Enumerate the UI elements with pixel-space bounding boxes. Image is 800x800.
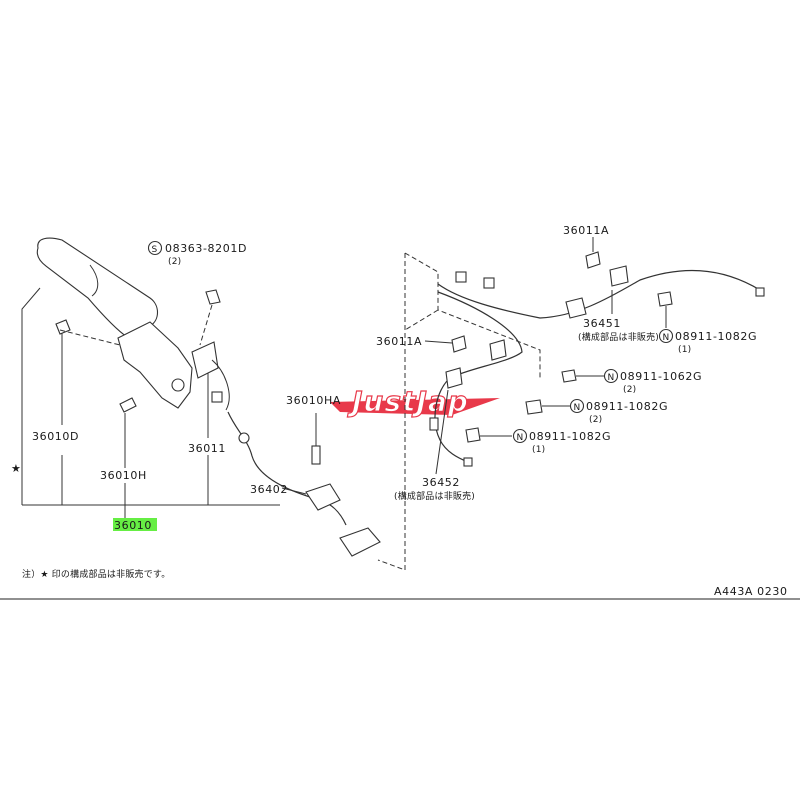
nut-n1 — [657, 291, 673, 307]
bolt-36011A-top — [585, 251, 601, 269]
label-n4-qty: (1) — [532, 445, 545, 455]
s-marker-circle — [147, 240, 163, 256]
dashed-boundary-box — [377, 252, 541, 571]
rear-cable-bracket-3 — [489, 339, 507, 361]
nut-n4 — [465, 427, 481, 443]
label-36451: 36451 — [583, 317, 621, 330]
justjap-watermark-logo: JustJap — [330, 384, 500, 419]
n-marker-2: N — [603, 368, 619, 384]
n-marker-1: N — [658, 328, 674, 344]
lever-fasteners — [55, 289, 221, 413]
lever-clip — [211, 391, 223, 403]
lever-arm — [211, 359, 230, 411]
rear-cable-end-mid — [483, 277, 495, 289]
s-marker: S — [147, 240, 163, 256]
label-n1-qty: (1) — [678, 345, 691, 355]
n-marker-3-letter: N — [574, 403, 581, 413]
bracket-left-vertical — [21, 287, 41, 505]
rear-cable-36451-line — [437, 269, 761, 319]
label-n1-part: 08911-1082G — [675, 330, 757, 343]
screw-36010H — [119, 397, 137, 413]
dashed-left — [377, 253, 406, 571]
rear-cables — [429, 265, 765, 467]
part-36010-highlight — [113, 518, 157, 531]
n-marker-4-circle — [512, 428, 528, 444]
label-n3-qty: (2) — [589, 415, 602, 425]
label-n2-part: 08911-1062G — [620, 370, 702, 383]
star-marker: ★ — [11, 462, 21, 475]
hand-brake-lever — [36, 237, 230, 411]
n-marker-1-letter: N — [663, 333, 670, 343]
rear-cable-bracket-2 — [609, 265, 629, 287]
nut-n3 — [525, 399, 543, 415]
rear-cable-bracket-4 — [445, 367, 463, 389]
front-cable-36402 — [227, 411, 381, 557]
n-marker-4-letter: N — [517, 433, 524, 443]
rear-cable-end-right — [755, 287, 765, 297]
bolt-36011A-mid — [451, 335, 467, 353]
n-marker-4: N — [512, 428, 528, 444]
label-08363-8201D: 08363-8201D — [165, 242, 247, 255]
nut-36010D — [55, 319, 71, 335]
dashed-diag — [404, 309, 439, 331]
front-cable-bracket — [305, 483, 341, 511]
front-cable-end — [238, 432, 250, 444]
rear-cable-bracket-1 — [565, 297, 587, 319]
front-cable-equalizer — [339, 527, 381, 557]
lever-bracket — [191, 341, 219, 379]
lever-pivot-bolt — [171, 378, 185, 392]
label-n3-part: 08911-1082G — [586, 400, 668, 413]
watermark-text: JustJap — [347, 385, 469, 418]
n-marker-2-circle — [603, 368, 619, 384]
leader-36011A-mid — [424, 340, 453, 344]
leader-36402 — [281, 487, 307, 495]
label-36451-not-sold: (構成部品は非販売) — [578, 331, 659, 343]
label-36010HA: 36010HA — [286, 394, 341, 407]
label-n4-part: 08911-1082G — [529, 430, 611, 443]
rear-cable-clip-lower — [429, 417, 439, 431]
lever-base — [117, 321, 193, 409]
leader-36452 — [435, 389, 449, 475]
label-36452: 36452 — [422, 476, 460, 489]
label-36402: 36402 — [250, 483, 288, 496]
nut-dash-line — [59, 329, 121, 346]
lever-grip-seam — [89, 264, 99, 297]
label-n2-qty: (2) — [623, 385, 636, 395]
label-36011: 36011 — [188, 442, 226, 455]
diagram-code: A443A 0230 — [714, 585, 788, 598]
rear-fasteners — [424, 237, 673, 475]
label-36011A-top: 36011A — [563, 224, 609, 237]
footnote: 注）★ 印の構成部品は非販売です。 — [22, 568, 170, 580]
nut-n2 — [561, 369, 577, 383]
label-36452-not-sold: (構成部品は非販売) — [394, 490, 475, 502]
front-cable-clip — [311, 445, 321, 465]
label-36010H: 36010H — [100, 469, 147, 482]
label-36011A-mid: 36011A — [376, 335, 422, 348]
assembly-bracket — [21, 287, 280, 518]
rear-cable-end-lower — [463, 457, 473, 467]
dashed-top — [404, 252, 541, 380]
bolt-dash-line — [199, 304, 213, 346]
label-36010D: 36010D — [32, 430, 79, 443]
label-36010[interactable]: 36010 — [114, 519, 152, 532]
label-08363-qty: (2) — [168, 257, 181, 267]
s-marker-letter: S — [152, 245, 158, 255]
rear-cable-end-left — [455, 271, 467, 283]
n-marker-1-circle — [658, 328, 674, 344]
n-marker-3: N — [569, 398, 585, 414]
n-marker-2-letter: N — [608, 373, 615, 383]
front-cable-line — [227, 411, 347, 526]
bolt-08363 — [205, 289, 221, 305]
n-marker-3-circle — [569, 398, 585, 414]
